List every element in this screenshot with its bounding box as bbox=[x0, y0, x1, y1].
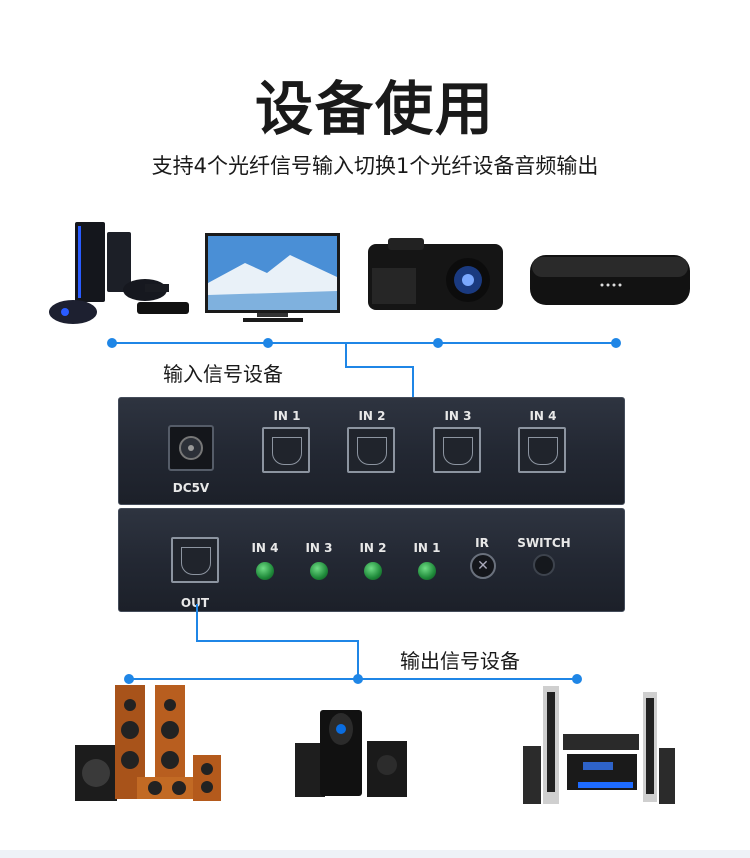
indicator-led-in4 bbox=[256, 562, 274, 580]
game-console-icon bbox=[45, 222, 195, 327]
input-node-1 bbox=[107, 338, 117, 348]
output-port-label: OUT bbox=[180, 596, 210, 610]
indicator-led-in1 bbox=[418, 562, 436, 580]
speaker-system-icon bbox=[75, 685, 225, 805]
set-top-box-icon bbox=[530, 255, 690, 310]
indicator-led-in3 bbox=[310, 562, 328, 580]
optical-input-port-4[interactable] bbox=[518, 427, 566, 473]
input-port-label-3: IN 3 bbox=[444, 409, 472, 423]
output-node-1 bbox=[124, 674, 134, 684]
optical-output-port[interactable] bbox=[171, 537, 219, 583]
switch-label: SWITCH bbox=[517, 536, 571, 550]
output-route-line-2 bbox=[357, 640, 359, 680]
input-port-label-2: IN 2 bbox=[358, 409, 386, 423]
input-port-label-4: IN 4 bbox=[529, 409, 557, 423]
page-subtitle: 支持4个光纤信号输入切换1个光纤设备音频输出 bbox=[151, 154, 599, 178]
input-caption: 输入信号设备 bbox=[163, 362, 283, 386]
indicator-led-in2 bbox=[364, 562, 382, 580]
indicator-label-in2: IN 2 bbox=[359, 541, 387, 555]
home-theater-icon bbox=[523, 682, 678, 807]
bottom-strip bbox=[0, 850, 750, 858]
ir-label: IR bbox=[475, 536, 489, 550]
page-title: 设备使用 bbox=[254, 75, 495, 143]
input-node-4 bbox=[611, 338, 621, 348]
dc-power-jack bbox=[168, 425, 214, 471]
input-route-line bbox=[345, 366, 414, 368]
input-port-label-1: IN 1 bbox=[273, 409, 301, 423]
optical-input-port-1[interactable] bbox=[262, 427, 310, 473]
input-drop-line bbox=[345, 342, 347, 366]
optical-input-port-2[interactable] bbox=[347, 427, 395, 473]
output-node-2 bbox=[353, 674, 363, 684]
power-label: DC5V bbox=[172, 481, 210, 495]
indicator-label-in3: IN 3 bbox=[305, 541, 333, 555]
input-route-line-2 bbox=[412, 366, 414, 404]
output-route-line bbox=[196, 640, 359, 642]
optical-input-port-3[interactable] bbox=[433, 427, 481, 473]
ir-sensor-icon: ✕ bbox=[470, 553, 496, 579]
switch-button[interactable] bbox=[533, 554, 555, 576]
output-drop-line bbox=[196, 604, 198, 640]
input-node-2 bbox=[263, 338, 273, 348]
indicator-label-in4: IN 4 bbox=[251, 541, 279, 555]
projector-icon bbox=[368, 238, 503, 316]
indicator-label-in1: IN 1 bbox=[413, 541, 441, 555]
output-node-3 bbox=[572, 674, 582, 684]
tv-icon bbox=[205, 233, 340, 325]
input-node-3 bbox=[433, 338, 443, 348]
input-bus-line bbox=[112, 342, 617, 344]
desktop-speakers-icon bbox=[295, 705, 410, 800]
output-caption: 输出信号设备 bbox=[400, 649, 520, 673]
